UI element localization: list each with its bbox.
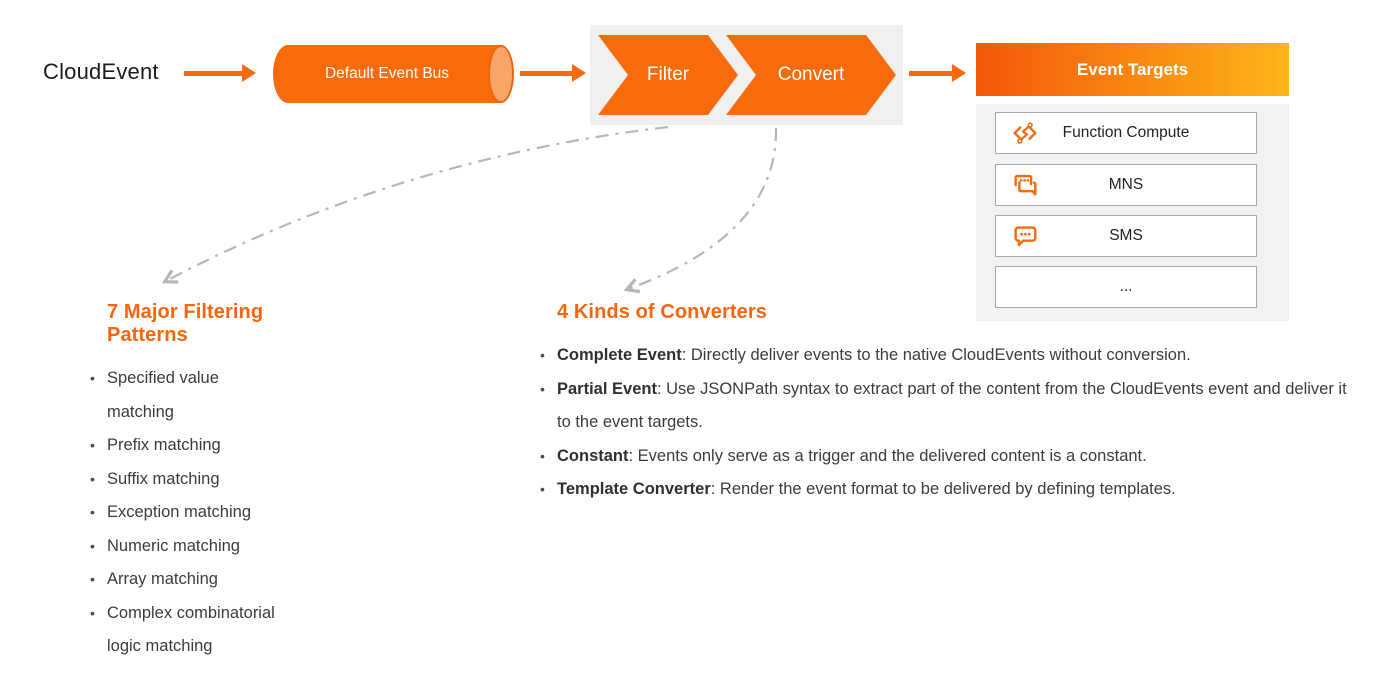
list-item: • Complete Event: Directly deliver event…: [540, 339, 1355, 373]
converters-section: 4 Kinds of Converters • Complete Event: …: [540, 301, 1355, 507]
convert-detail-connector: [628, 127, 778, 289]
filter-convert-box: Filter Convert: [590, 25, 903, 125]
bullet-dot: •: [540, 481, 545, 497]
cylinder-body: [273, 45, 501, 103]
arrow-shaft: [520, 70, 574, 76]
pattern-text: Suffix matching: [107, 469, 220, 488]
pattern-text: Complex combinatorial logic matching: [107, 603, 275, 656]
mns-icon: [1014, 174, 1037, 196]
target-label: SMS: [1109, 227, 1143, 244]
arrow-head: [572, 64, 586, 82]
list-item: • Specified value matching: [90, 362, 340, 429]
bullet-dot: •: [90, 604, 95, 621]
list-item: • Exception matching: [90, 496, 340, 530]
pattern-text: Exception matching: [107, 503, 251, 521]
filter-label: Filter: [646, 64, 690, 85]
arrow-shaft: [184, 70, 244, 76]
bullet-dot: •: [540, 447, 545, 464]
converter-text: Complete Event: Directly deliver events …: [557, 339, 1191, 373]
arrow-shaft: [909, 70, 954, 76]
list-item: • Numeric matching: [90, 530, 340, 564]
arrow-head: [952, 64, 966, 82]
filtering-patterns-section: 7 Major Filtering Patterns • Specified v…: [90, 301, 340, 664]
filtering-patterns-title: 7 Major Filtering Patterns: [107, 301, 264, 346]
filter-detail-connector: [166, 125, 669, 281]
event-targets-panel: Function Compute MNS: [976, 104, 1289, 321]
converter-text: Partial Event: Use JSONPath syntax to ex…: [557, 373, 1355, 440]
filter-chevron: Filter: [598, 35, 738, 115]
converter-term: Complete Event: [557, 346, 682, 364]
event-bus-label: Default Event Bus: [324, 65, 450, 82]
converter-desc: : Use JSONPath syntax to extract part of…: [557, 379, 1347, 432]
bullet-dot: •: [90, 504, 95, 520]
bullet-dot: •: [540, 347, 545, 363]
target-row-more: ...: [995, 266, 1257, 308]
converter-text: Template Converter: Render the event for…: [557, 473, 1176, 507]
cloudevent-label: CloudEvent: [43, 59, 159, 84]
converter-term: Template Converter: [557, 480, 711, 498]
arrow-head: [242, 64, 256, 82]
list-item: • Suffix matching: [90, 463, 340, 497]
converter-text: Constant: Events only serve as a trigger…: [557, 440, 1147, 474]
bullet-dot: •: [90, 370, 95, 386]
converter-desc: : Render the event format to be delivere…: [710, 480, 1176, 498]
converter-desc: : Directly deliver events to the native …: [681, 346, 1191, 364]
target-label: ...: [1119, 278, 1133, 295]
pattern-text: Prefix matching: [107, 436, 221, 454]
convert-label: Convert: [777, 64, 845, 85]
pattern-text: Array matching: [107, 570, 218, 588]
function-compute-icon: [1013, 122, 1037, 144]
target-row-mns: MNS: [995, 164, 1257, 206]
pattern-text: Specified value matching: [107, 369, 219, 421]
cylinder-cap: [488, 45, 514, 103]
list-item: • Array matching: [90, 563, 340, 597]
converter-term: Partial Event: [557, 379, 657, 398]
default-event-bus-cylinder: Default Event Bus: [273, 45, 514, 103]
sms-icon: [1014, 226, 1037, 247]
target-row-function-compute: Function Compute: [995, 112, 1257, 154]
bullet-dot: •: [90, 437, 95, 453]
converter-desc: : Events only serve as a trigger and the…: [628, 446, 1147, 465]
list-item: • Partial Event: Use JSONPath syntax to …: [540, 373, 1355, 440]
target-label: MNS: [1108, 176, 1144, 193]
event-targets-header: Event Targets: [976, 43, 1289, 96]
list-item: • Prefix matching: [90, 429, 340, 463]
list-item: • Complex combinatorial logic matching: [90, 597, 340, 664]
bullet-dot: •: [90, 470, 95, 487]
bullet-dot: •: [90, 537, 95, 554]
list-item: • Template Converter: Render the event f…: [540, 473, 1355, 507]
bullet-dot: •: [540, 380, 545, 397]
target-row-sms: SMS: [995, 215, 1257, 257]
pattern-text: Numeric matching: [107, 536, 240, 555]
bullet-dot: •: [90, 571, 95, 587]
event-targets-title: Event Targets: [1076, 59, 1189, 79]
target-label: Function Compute: [1062, 124, 1190, 141]
converters-title: 4 Kinds of Converters: [557, 301, 767, 323]
convert-chevron: Convert: [726, 35, 896, 115]
list-item: • Constant: Events only serve as a trigg…: [540, 440, 1355, 474]
converter-term: Constant: [557, 446, 629, 465]
